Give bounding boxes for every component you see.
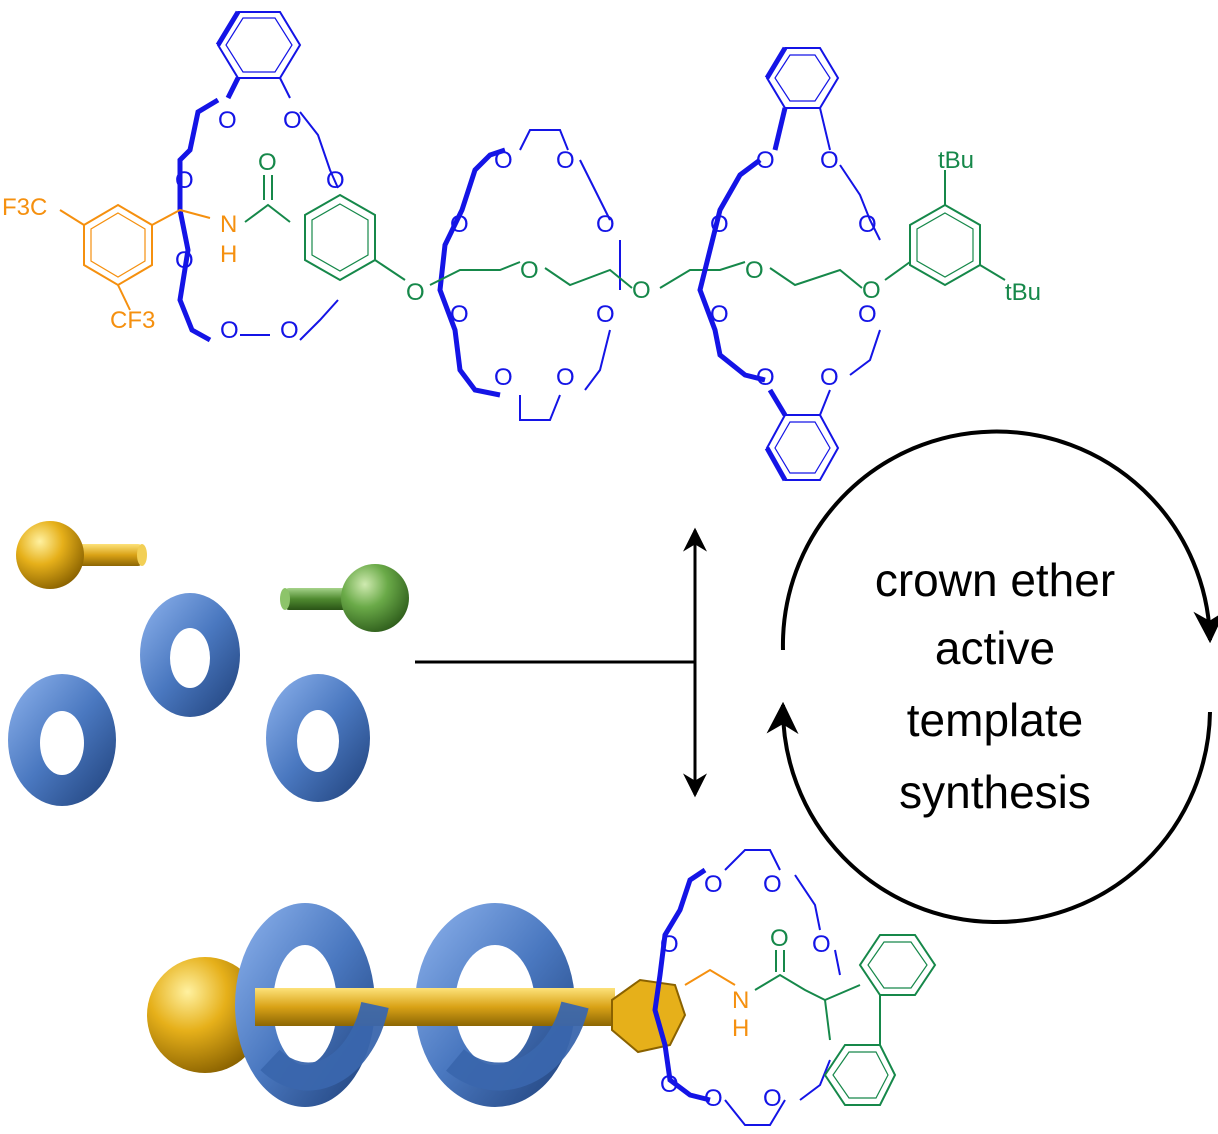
cycle-label-line2: active — [935, 622, 1055, 674]
atom-O: O — [283, 107, 302, 134]
label-tbu-top: tBu — [938, 147, 974, 174]
atom-O: O — [556, 147, 575, 174]
crown-ether-middle — [437, 129, 621, 421]
atom-O: O — [175, 167, 194, 194]
atom-O: O — [770, 925, 789, 952]
atom-O: O — [280, 317, 299, 344]
reaction-arrows — [415, 527, 707, 798]
cf3-aryl-stopper — [59, 203, 211, 311]
catalytic-cycle — [766, 429, 1218, 924]
atom-O: O — [494, 364, 513, 391]
cycle-label-line3: template — [907, 694, 1083, 746]
label-cf3: CF3 — [110, 307, 155, 334]
atom-O: O — [763, 1085, 782, 1112]
top-rotaxane-structure: O O O O O O O F3C CF3 N H O O — [2, 10, 1041, 482]
atom-O: O — [175, 247, 194, 274]
atom-O: O — [710, 301, 729, 328]
atom-O: O — [556, 364, 575, 391]
atom-O: O — [858, 211, 877, 238]
atom-O: O — [763, 871, 782, 898]
atom-O: O — [494, 147, 513, 174]
atom-O: O — [858, 301, 877, 328]
label-tbu-right: tBu — [1005, 279, 1041, 306]
cycle-label-line1: crown ether — [875, 554, 1115, 606]
atom-O: O — [756, 364, 775, 391]
atom-O: O — [862, 277, 881, 304]
torus-ring-icon — [140, 593, 240, 717]
product-crown-ether — [652, 849, 841, 1126]
atom-O: O — [220, 317, 239, 344]
atom-O: O — [450, 301, 469, 328]
green-sphere-stopper-icon — [280, 564, 409, 632]
atom-H: H — [732, 1015, 749, 1042]
atom-O: O — [596, 211, 615, 238]
rotaxane-cartoon — [147, 903, 687, 1107]
atom-O: O — [820, 364, 839, 391]
atom-O: O — [756, 147, 775, 174]
atom-O: O — [660, 931, 679, 958]
atom-O: O — [406, 279, 425, 306]
atom-O: O — [660, 1071, 679, 1098]
torus-ring-icon — [266, 674, 370, 802]
atom-O: O — [450, 211, 469, 238]
crown-ether-right — [697, 46, 881, 482]
torus-ring-icon — [8, 674, 116, 806]
atom-O: O — [710, 211, 729, 238]
atom-O: O — [704, 871, 723, 898]
label-f3c: F3C — [2, 194, 47, 221]
cycle-label-line4: synthesis — [899, 766, 1091, 818]
atom-N: N — [732, 987, 749, 1014]
atom-O: O — [632, 277, 651, 304]
crown-ether-left — [177, 10, 339, 343]
axle-chain — [429, 261, 911, 289]
atom-O: O — [218, 107, 237, 134]
atom-O: O — [812, 931, 831, 958]
atom-O: O — [258, 149, 277, 176]
tbu-aryl-stopper — [909, 170, 1006, 287]
product-amide — [684, 968, 736, 986]
atom-O: O — [820, 147, 839, 174]
gold-sphere-stopper-icon — [16, 521, 147, 589]
atom-H: H — [220, 241, 237, 268]
atom-O: O — [596, 301, 615, 328]
starting-components — [8, 521, 409, 806]
fluorenyl-group — [754, 934, 937, 1106]
atom-O: O — [704, 1085, 723, 1112]
atom-O: O — [520, 257, 539, 284]
amide-aryl-unit — [244, 175, 406, 282]
atom-O: O — [745, 257, 764, 284]
atom-N: N — [220, 211, 237, 238]
atom-O: O — [326, 167, 345, 194]
